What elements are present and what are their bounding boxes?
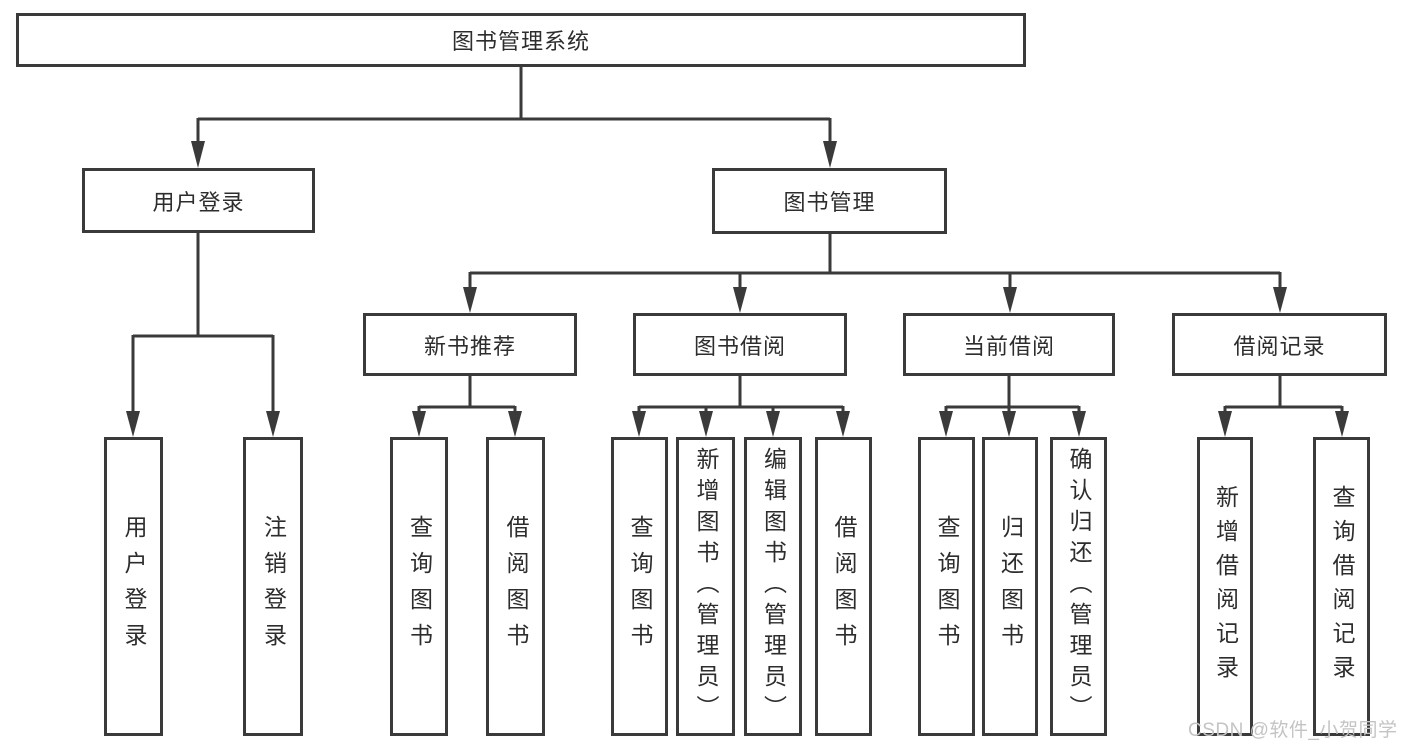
leaf-borrowing-edit-books-admin: 编辑图书（管理员） — [744, 437, 802, 736]
leaf-user-login: 用户登录 — [104, 437, 163, 736]
node-new-book-recommend: 新书推荐 — [363, 313, 577, 376]
node-book-borrowing: 图书借阅 — [633, 313, 847, 376]
leaf-current-confirm-return-admin: 确认归还（管理员） — [1050, 437, 1107, 736]
leaf-newrec-borrow-books: 借阅图书 — [486, 437, 545, 736]
leaf-borrowing-add-books-admin: 新增图书（管理员） — [676, 437, 735, 736]
node-user-login: 用户登录 — [82, 168, 315, 233]
node-current-borrowing: 当前借阅 — [903, 313, 1115, 376]
leaf-current-query-books: 查询图书 — [918, 437, 975, 736]
node-root-library-system: 图书管理系统 — [16, 13, 1026, 67]
leaf-records-add-borrow-record: 新增借阅记录 — [1197, 437, 1253, 736]
leaf-newrec-query-books: 查询图书 — [390, 437, 448, 736]
node-book-management: 图书管理 — [712, 168, 947, 234]
csdn-watermark: CSDN @软件_小贺同学 — [1188, 720, 1398, 741]
leaf-logout-login: 注销登录 — [243, 437, 303, 736]
leaf-records-query-borrow-record: 查询借阅记录 — [1313, 437, 1370, 736]
leaf-borrowing-borrow-books: 借阅图书 — [815, 437, 872, 736]
leaf-borrowing-query-books: 查询图书 — [611, 437, 668, 736]
node-borrowing-records: 借阅记录 — [1172, 313, 1387, 376]
leaf-current-return-books: 归还图书 — [982, 437, 1038, 736]
